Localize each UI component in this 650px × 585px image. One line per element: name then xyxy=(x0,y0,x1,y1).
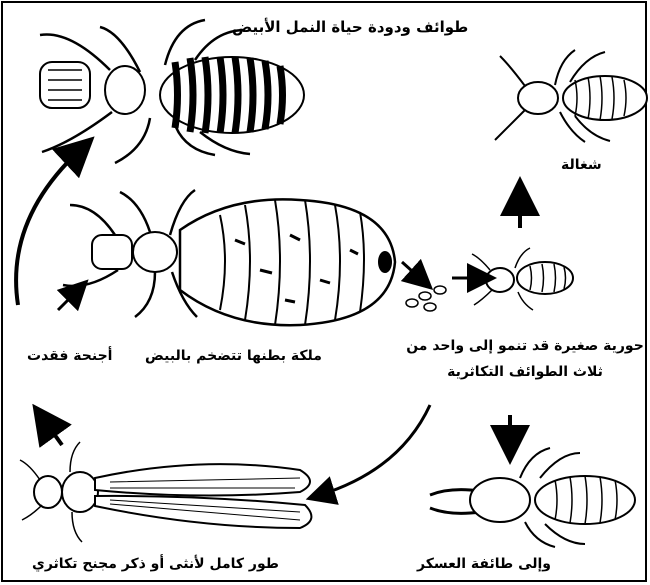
nymph-illustration xyxy=(472,248,573,310)
soldier-termite-illustration xyxy=(430,448,635,547)
label-worker: شغالة xyxy=(561,157,602,173)
arrow-wings xyxy=(58,290,78,310)
worker-termite-illustration xyxy=(495,50,647,142)
arrow-adult-up xyxy=(44,420,62,445)
arrow-to-adult xyxy=(320,405,430,495)
eggs xyxy=(406,286,446,311)
label-winged-adult: طور كامل لأنثى أو ذكر مجنح تكاثري xyxy=(32,556,279,572)
winged-adult-illustration xyxy=(20,442,311,542)
diagram-title: طوائف ودودة حياة النمل الأبيض xyxy=(232,18,468,36)
label-lost-wings: أجنحة فقدت xyxy=(27,348,112,364)
queen-termite-illustration xyxy=(63,190,395,325)
king-termite-illustration xyxy=(40,20,304,163)
label-soldier: وإلى طائفة العسكر xyxy=(417,556,551,572)
arrow-curved-left xyxy=(16,150,80,305)
label-queen: ملكة بطنها تتضخم بالبيض xyxy=(145,348,322,364)
arrow-to-eggs xyxy=(402,262,422,280)
label-nymph: حورية صغيرة قد تنمو إلى واحد من ثلاث الط… xyxy=(405,333,645,385)
